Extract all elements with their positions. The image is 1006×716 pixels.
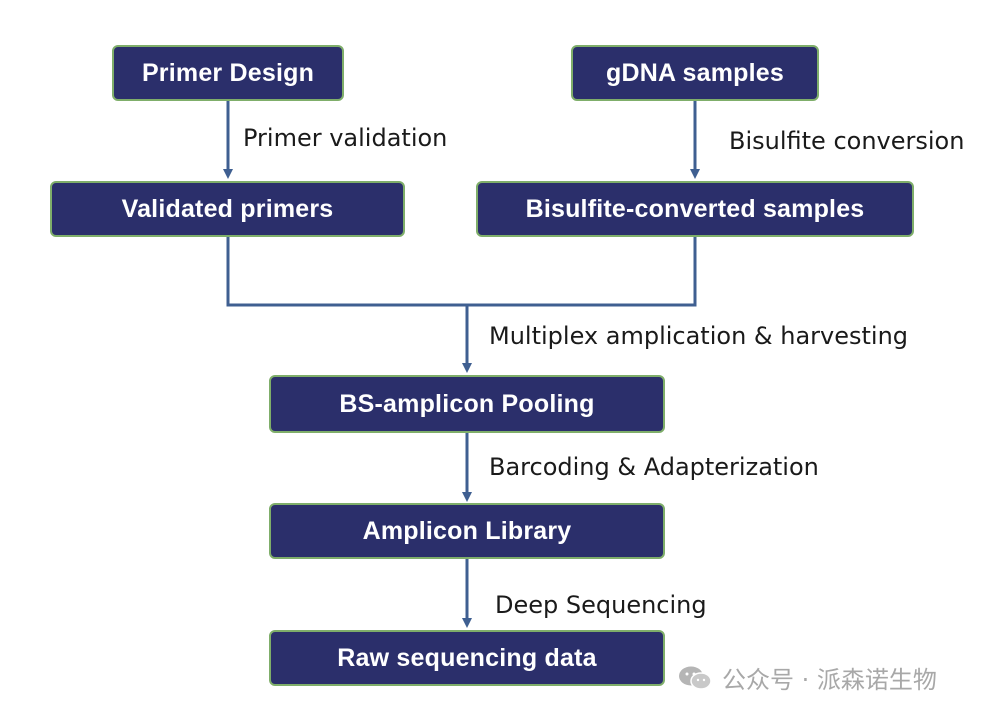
merge-line bbox=[226, 236, 697, 307]
edge-label-primer-validation: Primer validation bbox=[243, 124, 448, 152]
edge-label-deep-sequencing: Deep Sequencing bbox=[495, 591, 707, 619]
edge-label-bisulfite-conversion: Bisulfite conversion bbox=[729, 127, 965, 155]
node-raw-sequencing-data: Raw sequencing data bbox=[269, 630, 665, 686]
wechat-icon bbox=[678, 665, 712, 691]
node-gdna-samples: gDNA samples bbox=[571, 45, 819, 101]
node-bisulfite-converted-samples: Bisulfite-converted samples bbox=[476, 181, 914, 237]
node-validated-primers: Validated primers bbox=[50, 181, 405, 237]
node-amplicon-library: Amplicon Library bbox=[269, 503, 665, 559]
watermark-text: 公众号 · 派森诺生物 bbox=[722, 666, 937, 694]
node-bs-amplicon-pooling: BS-amplicon Pooling bbox=[269, 375, 665, 433]
watermark: 公众号 · 派森诺生物 bbox=[678, 660, 937, 695]
edge-label-barcoding: Barcoding & Adapterization bbox=[489, 453, 819, 481]
node-primer-design: Primer Design bbox=[112, 45, 344, 101]
edge-label-multiplex-amplication: Multiplex amplication & harvesting bbox=[489, 322, 909, 350]
